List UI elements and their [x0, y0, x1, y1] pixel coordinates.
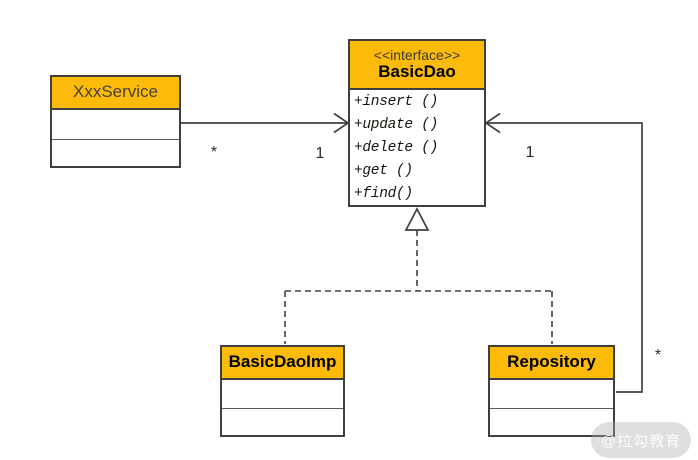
class-header-basicdaoimp: BasicDaoImp	[222, 347, 343, 380]
interface-stereotype: <<interface>>	[373, 47, 461, 64]
hollow-triangle-arrowhead-icon	[404, 207, 430, 231]
operations-compartment	[222, 409, 343, 435]
interface-box-basicdao: <<interface>> BasicDao +insert () +updat…	[348, 39, 486, 207]
multiplicity-label-dao-left-side: 1	[315, 145, 325, 162]
attributes-compartment	[490, 380, 613, 409]
class-name-basicdaoimp: BasicDaoImp	[228, 352, 337, 372]
method-get: +get ()	[354, 163, 413, 179]
attributes-compartment	[52, 110, 179, 140]
association-line-repository-to-dao	[487, 122, 643, 393]
methods-compartment: +insert () +update () +delete () +get ()…	[350, 90, 484, 206]
class-box-xxxservice: XxxService	[50, 75, 181, 168]
watermark-badge: @拉勾教育	[591, 422, 691, 458]
realization-dashed-lines	[284, 230, 553, 344]
open-arrowhead-icon-right	[484, 112, 501, 134]
class-name-repository: Repository	[507, 352, 596, 372]
interface-name-basicdao: BasicDao	[378, 62, 456, 82]
method-update: +update ()	[354, 117, 439, 133]
interface-header-basicdao: <<interface>> BasicDao	[350, 41, 484, 90]
class-header-xxxservice: XxxService	[52, 77, 179, 110]
method-find: +find()	[354, 186, 413, 202]
class-name-xxxservice: XxxService	[72, 82, 159, 102]
class-header-repository: Repository	[490, 347, 613, 380]
method-delete: +delete ()	[354, 140, 439, 156]
multiplicity-label-service-side: *	[210, 144, 218, 161]
class-box-repository: Repository	[488, 345, 615, 437]
class-box-basicdaoimp: BasicDaoImp	[220, 345, 345, 437]
attributes-compartment	[222, 380, 343, 409]
operations-compartment	[52, 140, 179, 166]
method-insert: +insert ()	[354, 94, 439, 110]
multiplicity-label-repository-side: *	[654, 347, 662, 364]
multiplicity-label-dao-right-side: 1	[525, 144, 535, 161]
